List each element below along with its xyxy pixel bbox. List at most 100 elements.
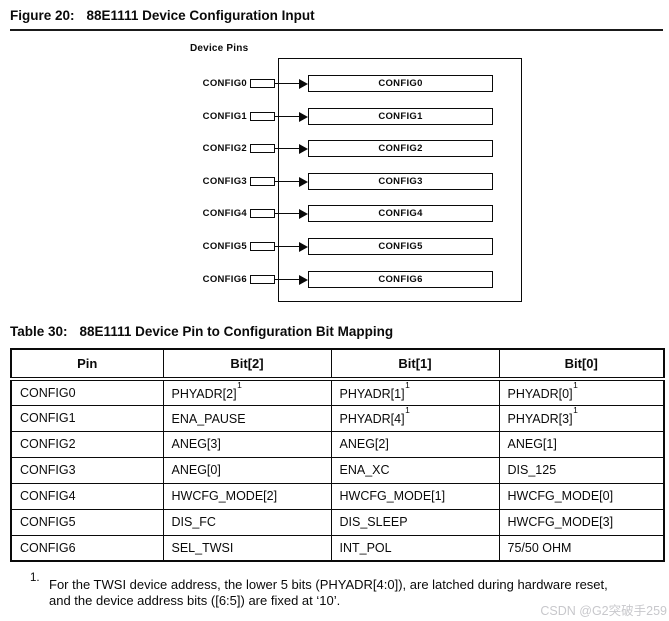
cell-bit0: ANEG[1] bbox=[498, 430, 665, 458]
wire-line bbox=[275, 212, 300, 215]
pin-label: CONFIG5 bbox=[202, 241, 247, 252]
pin-pad-icon bbox=[250, 275, 275, 284]
table-row: CONFIG6 SEL_TWSI INT_POL 75/50 OHM bbox=[10, 534, 665, 562]
cell-value: DIS_FC bbox=[171, 515, 216, 529]
footnote-ref: 1 bbox=[573, 380, 578, 391]
figure-number: Figure 20: bbox=[10, 8, 75, 23]
watermark: CSDN @G2突破手259 bbox=[540, 604, 667, 618]
pin-pad-icon bbox=[250, 242, 275, 251]
table-title: Table 30: 88E1111 Device Pin to Configura… bbox=[10, 324, 393, 339]
table-row: CONFIG5 DIS_FC DIS_SLEEP HWCFG_MODE[3] bbox=[10, 508, 665, 536]
footnote-ref: 1 bbox=[237, 380, 242, 391]
cell-bit1: DIS_SLEEP bbox=[330, 508, 500, 536]
column-header-pin: Pin bbox=[10, 348, 164, 381]
table-caption: 88E1111 Device Pin to Configuration Bit … bbox=[79, 324, 394, 339]
cell-bit1: HWCFG_MODE[1] bbox=[330, 482, 500, 510]
figure-title: Figure 20: 88E1111 Device Configuration I… bbox=[10, 8, 315, 23]
footnote-text: For the TWSI device address, the lower 5… bbox=[49, 577, 608, 608]
pin-label: CONFIG6 bbox=[202, 274, 247, 285]
cell-bit0: HWCFG_MODE[3] bbox=[498, 508, 665, 536]
wire-line bbox=[275, 82, 300, 85]
cell-value: HWCFG_MODE[1] bbox=[339, 489, 446, 503]
column-header-bit0: Bit[0] bbox=[498, 348, 665, 381]
cell-pin: CONFIG4 bbox=[10, 482, 164, 510]
config-register-box: CONFIG5 bbox=[308, 238, 493, 255]
cell-bit0: DIS_125 bbox=[498, 456, 665, 484]
diagram-row-config3: CONFIG3 CONFIG3 bbox=[0, 173, 522, 190]
config-register-box: CONFIG6 bbox=[308, 271, 493, 288]
footnote-ref: 1 bbox=[405, 380, 410, 391]
wire-line bbox=[275, 245, 300, 248]
arrow-right-icon bbox=[299, 78, 308, 89]
arrow-right-icon bbox=[299, 111, 308, 122]
pin-label: CONFIG0 bbox=[202, 78, 247, 89]
cell-value: DIS_125 bbox=[507, 463, 557, 477]
cell-pin: CONFIG1 bbox=[10, 404, 164, 432]
cell-pin: CONFIG3 bbox=[10, 456, 164, 484]
cell-value: ANEG[0] bbox=[171, 463, 221, 477]
cell-bit0: 75/50 OHM bbox=[498, 534, 665, 562]
arrow-right-icon bbox=[299, 208, 308, 219]
cell-pin: CONFIG2 bbox=[10, 430, 164, 458]
arrow-right-icon bbox=[299, 143, 308, 154]
config-register-box: CONFIG1 bbox=[308, 108, 493, 125]
wire-line bbox=[275, 180, 300, 183]
arrow-right-icon bbox=[299, 241, 308, 252]
diagram-row-config1: CONFIG1 CONFIG1 bbox=[0, 108, 522, 125]
diagram-row-config2: CONFIG2 CONFIG2 bbox=[0, 140, 522, 157]
config-register-box: CONFIG0 bbox=[308, 75, 493, 92]
cell-bit2: HWCFG_MODE[2] bbox=[162, 482, 332, 510]
cell-value: ANEG[3] bbox=[171, 437, 221, 451]
cell-bit2: ENA_PAUSE bbox=[162, 404, 332, 432]
cell-value: PHYADR[0] bbox=[507, 386, 573, 401]
config-register-box: CONFIG2 bbox=[308, 140, 493, 157]
pin-label: CONFIG1 bbox=[202, 111, 247, 122]
cell-value: ENA_XC bbox=[339, 463, 390, 477]
pin-pad-icon bbox=[250, 209, 275, 218]
table-header-row: Pin Bit[2] Bit[1] Bit[0] bbox=[10, 348, 665, 381]
figure-caption: 88E1111 Device Configuration Input bbox=[86, 8, 315, 23]
cell-bit2: SEL_TWSI bbox=[162, 534, 332, 562]
table-row: CONFIG0 PHYADR[2]1 PHYADR[1]1 PHYADR[0]1 bbox=[10, 378, 665, 406]
cell-pin: CONFIG0 bbox=[10, 378, 164, 406]
cell-value: 75/50 OHM bbox=[507, 540, 572, 555]
diagram-row-config6: CONFIG6 CONFIG6 bbox=[0, 271, 522, 288]
cell-pin: CONFIG6 bbox=[10, 534, 164, 562]
cell-bit2: PHYADR[2]1 bbox=[162, 378, 332, 406]
cell-pin: CONFIG5 bbox=[10, 508, 164, 536]
table-number: Table 30: bbox=[10, 324, 68, 339]
column-header-bit1: Bit[1] bbox=[330, 348, 500, 381]
cell-bit1: PHYADR[1]1 bbox=[330, 378, 500, 406]
cell-value: HWCFG_MODE[3] bbox=[507, 515, 614, 529]
device-pins-label: Device Pins bbox=[190, 43, 249, 54]
diagram-row-config4: CONFIG4 CONFIG4 bbox=[0, 205, 522, 222]
footnote-marker: 1. bbox=[30, 572, 40, 584]
cell-bit0: PHYADR[3]1 bbox=[498, 404, 665, 432]
table-row: CONFIG4 HWCFG_MODE[2] HWCFG_MODE[1] HWCF… bbox=[10, 482, 665, 510]
footnote-ref: 1 bbox=[573, 405, 578, 416]
cell-value: HWCFG_MODE[0] bbox=[507, 489, 614, 503]
cell-value: ANEG[2] bbox=[339, 437, 389, 451]
cell-bit2: ANEG[0] bbox=[162, 456, 332, 484]
pin-label: CONFIG2 bbox=[202, 143, 247, 154]
pin-label: CONFIG3 bbox=[202, 176, 247, 187]
diagram-row-config5: CONFIG5 CONFIG5 bbox=[0, 238, 522, 255]
cell-value: HWCFG_MODE[2] bbox=[171, 489, 278, 503]
table-row: CONFIG3 ANEG[0] ENA_XC DIS_125 bbox=[10, 456, 665, 484]
diagram-row-config0: CONFIG0 CONFIG0 bbox=[0, 75, 522, 92]
config-register-box: CONFIG3 bbox=[308, 173, 493, 190]
table-row: CONFIG2 ANEG[3] ANEG[2] ANEG[1] bbox=[10, 430, 665, 458]
cell-bit1: PHYADR[4]1 bbox=[330, 404, 500, 432]
cell-value: PHYADR[2] bbox=[171, 386, 237, 401]
table-row: CONFIG1 ENA_PAUSE PHYADR[4]1 PHYADR[3]1 bbox=[10, 404, 665, 432]
pin-pad-icon bbox=[250, 144, 275, 153]
cell-value: DIS_SLEEP bbox=[339, 515, 408, 529]
config-register-box: CONFIG4 bbox=[308, 205, 493, 222]
pin-pad-icon bbox=[250, 112, 275, 121]
cell-bit0: HWCFG_MODE[0] bbox=[498, 482, 665, 510]
pin-label: CONFIG4 bbox=[202, 208, 247, 219]
cell-bit1: ANEG[2] bbox=[330, 430, 500, 458]
cell-bit2: DIS_FC bbox=[162, 508, 332, 536]
cell-bit1: INT_POL bbox=[330, 534, 500, 562]
